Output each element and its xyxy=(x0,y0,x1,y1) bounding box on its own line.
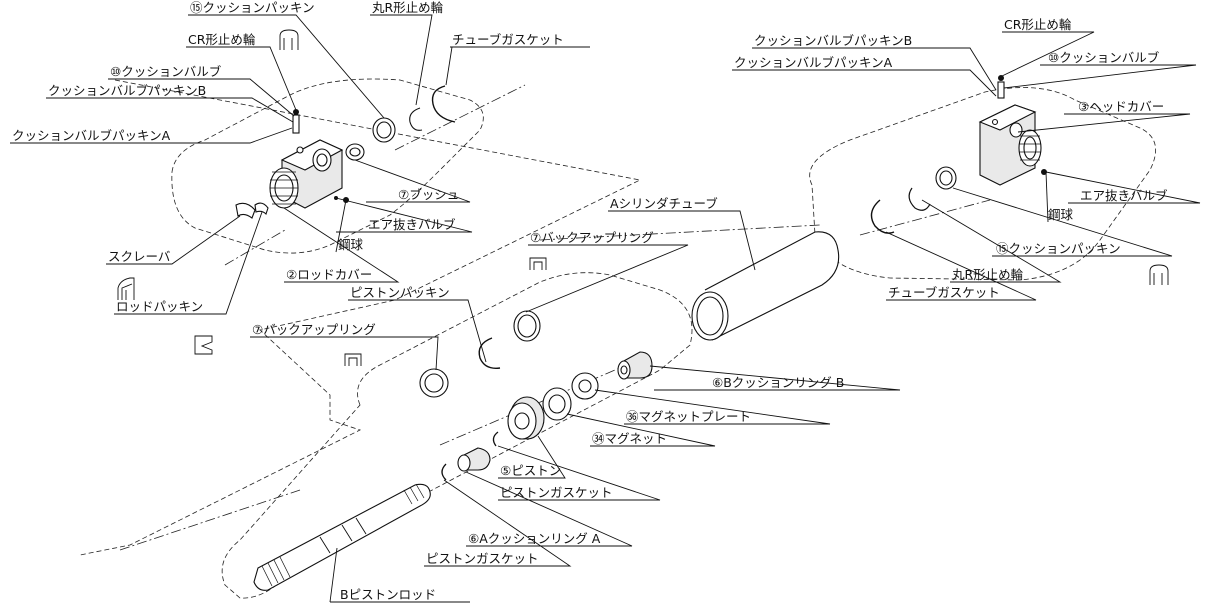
installation-path xyxy=(79,79,642,556)
scraper-part xyxy=(235,202,269,219)
backup-ring-upper-part xyxy=(513,310,541,342)
label-tube-gasket-left: チューブガスケット xyxy=(452,32,564,47)
head-cover-group-outline xyxy=(809,87,1157,281)
label-cv-packing-a-left: クッションバルブパッキンA xyxy=(12,128,171,143)
cushion-packing-right-part xyxy=(935,166,957,190)
cushion-ring-b-part xyxy=(617,351,653,380)
piston-gasket-lower-part xyxy=(441,463,447,481)
label-magnet-plate: ㊱マグネットプレート xyxy=(626,409,751,424)
label-piston-gasket-upper: ピストンガスケット xyxy=(500,485,613,500)
label-air-vent-left: エア抜きバルブ xyxy=(368,217,456,232)
seal-profile-icon-cushion-left xyxy=(279,29,299,50)
cushion-valve-right xyxy=(997,75,1005,99)
label-tube-gasket-right: チューブガスケット xyxy=(888,285,1000,300)
tube-gasket-right-part xyxy=(870,199,895,234)
label-cv-packing-a-right: クッションバルブパッキンA xyxy=(734,55,893,70)
label-cr-ring-right: CR形止め輪 xyxy=(1004,17,1072,32)
label-cv-packing-b-left: クッションバルブパッキンB xyxy=(48,83,206,98)
label-retaining-ring-right: 丸R形止め輪 xyxy=(952,267,1024,282)
label-cushion-packing-right: ⑮クッションパッキン xyxy=(996,241,1121,256)
label-rod-cover: ②ロッドカバー xyxy=(286,267,372,282)
piston-rod-part xyxy=(253,483,431,591)
bush-part xyxy=(345,143,365,161)
seal-profile-icon-cushion-right xyxy=(1149,264,1169,285)
label-piston: ⑤ピストン xyxy=(500,463,561,478)
seal-profile-icon-scraper xyxy=(117,277,135,300)
label-cushion-valve-left: ⑩クッションバルブ xyxy=(110,64,222,79)
label-head-cover: ③ヘッドカバー xyxy=(1078,99,1164,114)
magnet-plate-part xyxy=(571,372,599,400)
label-piston-packing: ピストンパッキン xyxy=(350,285,450,300)
label-cushion-valve-right: ⑩クッションバルブ xyxy=(1048,50,1160,65)
piston-group-outline xyxy=(221,272,693,599)
magnet-part xyxy=(542,387,572,421)
tube-gasket-left-part xyxy=(431,85,456,123)
label-retaining-ring-left: 丸R形止め輪 xyxy=(372,0,444,15)
retaining-ring-right-part xyxy=(908,187,931,211)
backup-ring-lower-part xyxy=(419,368,449,398)
label-backup-ring-upper: ⑦バックアップリング xyxy=(530,230,654,245)
seal-profile-icon-backup-upper xyxy=(529,257,547,270)
label-piston-gasket-lower: ピストンガスケット xyxy=(426,551,539,566)
label-magnet: ㉞マグネット xyxy=(592,431,667,446)
steel-ball-right-part xyxy=(1041,169,1047,175)
label-air-vent-right: エア抜きバルブ xyxy=(1080,188,1168,203)
label-cv-packing-b-right: クッションバルブパッキンB xyxy=(754,33,912,48)
cylinder-tube-part xyxy=(691,231,840,341)
seal-profile-icon-backup-lower xyxy=(344,353,362,366)
label-piston-rod: Bピストンロッド xyxy=(340,587,436,602)
cushion-packing-left-part xyxy=(372,117,396,143)
piston-part xyxy=(507,396,545,440)
label-bush: ⑦ブッシュ xyxy=(398,187,459,202)
piston-gasket-upper-part xyxy=(492,431,499,447)
seal-profile-icon-rod-packing xyxy=(194,335,213,355)
label-steel-ball-left: 鋼球 xyxy=(338,237,364,252)
label-cushion-ring-a: ⑥Aクッションリング A xyxy=(468,531,601,546)
label-cushion-ring-b: ⑥Bクッションリング B xyxy=(712,375,844,390)
leader-lines xyxy=(10,14,1201,603)
label-steel-ball-right: 鋼球 xyxy=(1048,207,1074,222)
cushion-ring-a-part xyxy=(457,447,491,472)
piston-packing-part xyxy=(478,337,501,369)
label-cylinder-tube: Aシリンダチューブ xyxy=(610,196,718,211)
retaining-ring-left-part xyxy=(409,107,423,131)
label-rod-packing: ロッドパッキン xyxy=(116,299,203,314)
rod-cover-part xyxy=(269,139,344,209)
cushion-valve-left xyxy=(292,109,300,134)
label-scraper: スクレーバ xyxy=(108,249,170,264)
label-backup-ring-lower: ⑦バックアップリング xyxy=(252,322,376,337)
assembly-axis-upper xyxy=(224,84,991,266)
head-cover-part xyxy=(978,104,1042,186)
label-cushion-packing-left: ⑮クッションパッキン xyxy=(190,0,315,15)
label-cr-ring-left: CR形止め輪 xyxy=(188,32,256,47)
